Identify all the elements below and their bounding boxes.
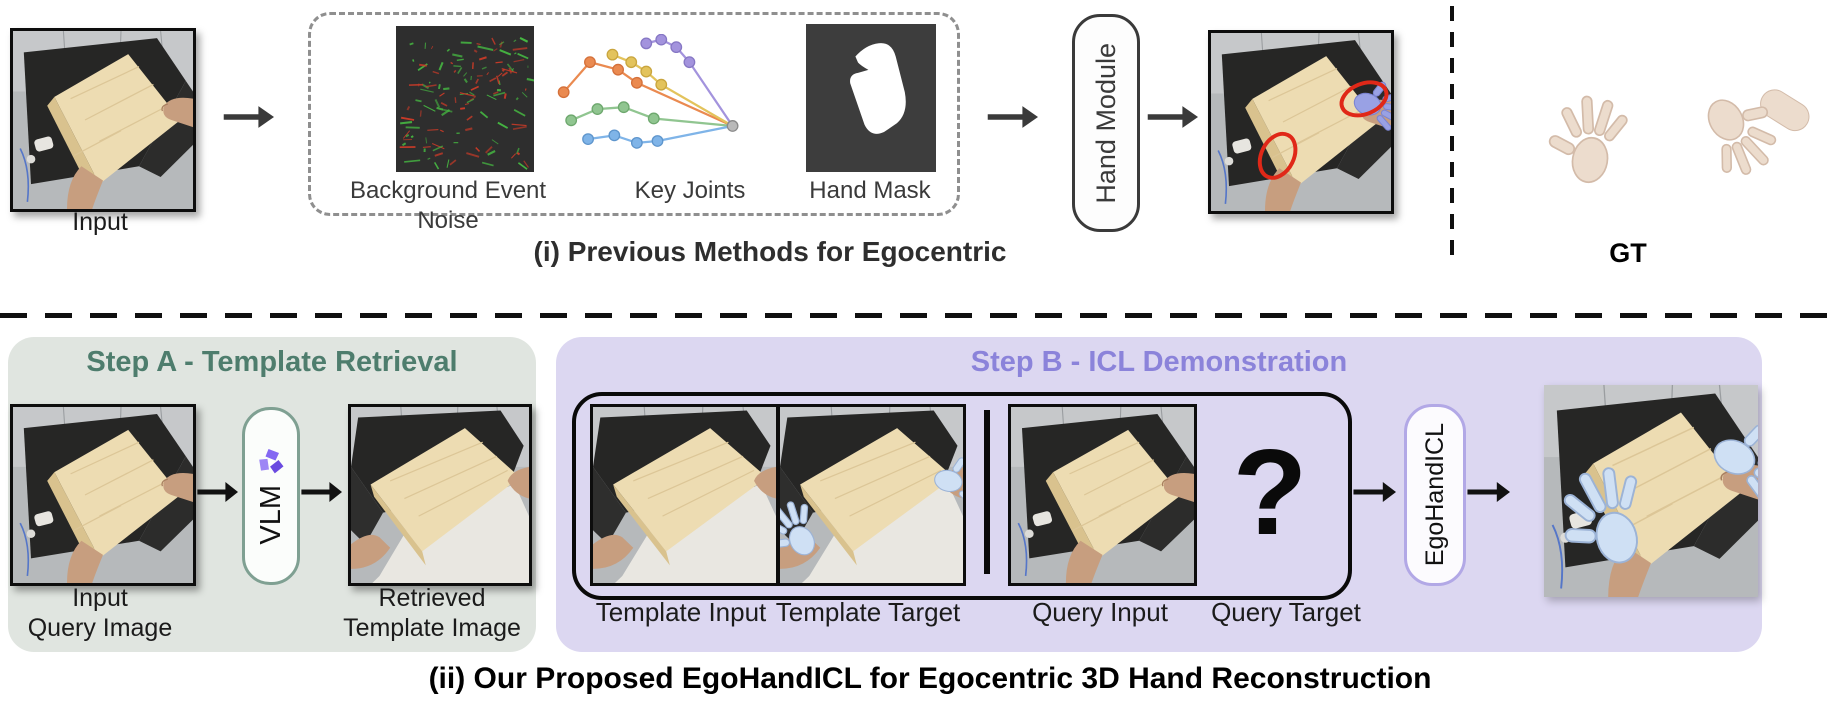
- step-b-title: Step B - ICL Demonstration: [970, 346, 1348, 378]
- arrow-icon: [222, 104, 274, 130]
- icl-prompt-box: [572, 392, 1352, 600]
- query-image-photo: [10, 404, 196, 586]
- hand-mask-image: [806, 24, 936, 172]
- caption-line: Input: [72, 584, 128, 612]
- vlm-label: VLM: [254, 485, 287, 545]
- step-a-title: Step A - Template Retrieval: [86, 346, 458, 378]
- query-input-label: Query Input: [1032, 597, 1168, 627]
- gt-label: GT: [1609, 238, 1647, 268]
- template-target-label: Template Target: [775, 597, 961, 627]
- template-input-photo: [590, 404, 779, 586]
- hand-module-box: Hand Module: [1072, 14, 1140, 232]
- template-target-photo: [777, 404, 966, 586]
- query-target-placeholder: ?: [1232, 424, 1308, 560]
- input-label: Input: [72, 208, 128, 236]
- query-input-photo: [1008, 404, 1197, 586]
- background-event-noise-image: [396, 26, 534, 172]
- vlm-box: VLM: [242, 407, 300, 585]
- key-joints-diagram: [548, 33, 752, 156]
- arrow-icon: [986, 104, 1038, 130]
- noise-label: Background Event Noise: [349, 177, 547, 234]
- caption-line: Retrieved: [378, 584, 486, 612]
- input-photo: [10, 28, 196, 212]
- query-image-caption: Input Query Image: [10, 583, 190, 643]
- hand-module-label: Hand Module: [1090, 42, 1121, 204]
- arrow-icon: [300, 480, 342, 504]
- caption-line: Template Image: [343, 614, 521, 642]
- arrow-icon: [1466, 480, 1510, 504]
- arrow-icon: [1146, 104, 1198, 130]
- query-target-label: Query Target: [1211, 597, 1361, 627]
- arrow-icon: [196, 480, 238, 504]
- intermediate-cues-box: [308, 12, 960, 216]
- vertical-dashed-divider: [1450, 6, 1454, 258]
- final-output-photo: [1544, 385, 1758, 597]
- egohandicl-label: EgoHandICL: [1420, 423, 1449, 567]
- vlm-logo-icon: [256, 447, 286, 477]
- retrieved-template-caption: Retrieved Template Image: [327, 583, 537, 643]
- template-input-label: Template Input: [595, 597, 767, 627]
- retrieved-template-photo: [348, 404, 532, 586]
- caption-previous-methods: (i) Previous Methods for Egocentric: [533, 236, 1007, 267]
- caption-proposed-method: (ii) Our Proposed EgoHandICL for Egocent…: [428, 662, 1432, 695]
- caption-line: Query Image: [27, 614, 173, 642]
- key-joints-label: Key Joints: [634, 177, 746, 204]
- prompt-separator-bar: [984, 410, 990, 574]
- gt-hands-image: [1478, 36, 1812, 236]
- arrow-icon: [1352, 480, 1396, 504]
- horizontal-dashed-divider: [0, 313, 1832, 318]
- hand-mask-label: Hand Mask: [809, 177, 931, 204]
- previous-method-output-photo: [1208, 30, 1394, 214]
- egohandicl-box: EgoHandICL: [1404, 404, 1466, 586]
